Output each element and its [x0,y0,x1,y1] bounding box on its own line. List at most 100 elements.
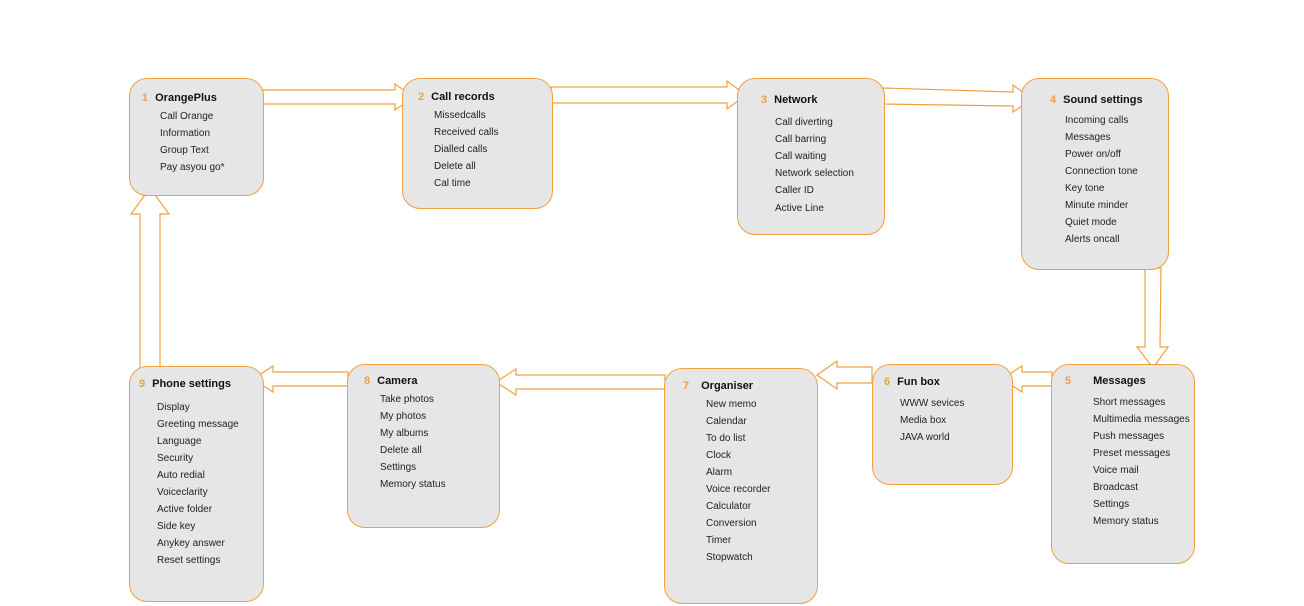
menu-item[interactable]: Media box [900,415,947,426]
menu-number: 5 [1065,375,1072,387]
menu-item[interactable]: Call Orange [160,111,214,122]
menu-item[interactable]: Alarm [706,467,733,478]
menu-item[interactable]: WWW sevices [900,398,965,409]
menu-item[interactable]: Delete all [380,445,422,456]
menu-item[interactable]: Memory status [380,479,446,490]
menu-number: 7 [683,380,690,392]
menu-title: OrangePlus [155,92,217,104]
menu-item[interactable]: Pay asyou go* [160,162,225,173]
arrow-7-to-8 [494,367,666,397]
menu-number: 4 [1050,94,1057,106]
menu-item[interactable]: Voice recorder [706,484,771,495]
menu-item[interactable]: Power on/off [1065,149,1121,160]
menu-item[interactable]: Call barring [775,134,827,145]
menu-item[interactable]: Stopwatch [706,552,753,563]
menu-title: Phone settings [152,378,231,390]
menu-item[interactable]: Greeting message [157,419,239,430]
arrow-9-to-1 [129,186,171,370]
menu-number: 9 [139,378,146,390]
menu-item[interactable]: Group Text [160,145,209,156]
menu-number: 3 [761,94,768,106]
menu-box-fun-box: 6 Fun box WWW sevices Media box JAVA worl… [872,364,1013,485]
menu-item[interactable]: Broadcast [1093,482,1139,493]
menu-item[interactable]: Call diverting [775,117,833,128]
menu-header: 7 Organiser [683,380,753,392]
menu-item[interactable]: Messages [1065,132,1111,143]
menu-title: Network [774,94,818,106]
menu-title: Camera [377,375,418,387]
menu-item[interactable]: Take photos [380,394,434,405]
menu-item[interactable]: Alerts oncall [1065,234,1120,245]
menu-item[interactable]: Connection tone [1065,166,1138,177]
menu-box-network: 3 Network Call diverting Call barring Cal… [737,78,885,235]
menu-item[interactable]: Received calls [434,127,499,138]
menu-item[interactable]: Dialled calls [434,144,488,155]
menu-item[interactable]: Caller ID [775,185,814,196]
menu-item[interactable]: To do list [706,433,746,444]
menu-item[interactable]: Voice mail [1093,465,1139,476]
menu-item[interactable]: Anykey answer [157,538,225,549]
menu-number: 8 [364,375,371,387]
menu-item[interactable]: Side key [157,521,196,532]
menu-item[interactable]: Call waiting [775,151,827,162]
menu-item[interactable]: Key tone [1065,183,1105,194]
arrow-6-to-7 [815,359,873,391]
menu-item[interactable]: My albums [380,428,429,439]
menu-item[interactable]: Language [157,436,202,447]
menu-item[interactable]: Missedcalls [434,110,486,121]
menu-item[interactable]: My photos [380,411,427,422]
menu-item[interactable]: JAVA world [900,432,950,443]
menu-item[interactable]: Network selection [775,168,854,179]
menu-header: 6 Fun box [884,376,940,388]
menu-item[interactable]: Incoming calls [1065,115,1129,126]
menu-box-phone-settings: 9 Phone settings Display Greeting message… [129,366,264,602]
menu-title: Call records [431,91,495,103]
menu-item[interactable]: Information [160,128,211,139]
menu-title: Fun box [897,376,940,388]
menu-item[interactable]: Quiet mode [1065,217,1117,228]
menu-item[interactable]: Memory status [1093,516,1159,527]
menu-item[interactable]: Settings [1093,499,1130,510]
menu-item[interactable]: Active Line [775,203,824,214]
arrow-4-to-5 [1135,267,1170,370]
menu-item[interactable]: Reset settings [157,555,221,566]
menu-item[interactable]: Short messages [1093,397,1166,408]
menu-item[interactable]: Settings [380,462,417,473]
menu-item[interactable]: Active folder [157,504,213,515]
menu-number: 6 [884,376,891,388]
menu-item[interactable]: Auto redial [157,470,205,481]
menu-title: Organiser [701,380,754,392]
menu-item[interactable]: Conversion [706,518,757,529]
menu-item[interactable]: Multimedia messages [1093,414,1190,425]
menu-item[interactable]: Minute minder [1065,200,1129,211]
arrow-1-to-2 [261,82,416,112]
menu-item[interactable]: New memo [706,399,757,410]
menu-item[interactable]: Preset messages [1093,448,1171,459]
menu-item[interactable]: Security [157,453,194,464]
menu-title: Messages [1093,375,1146,387]
menu-item[interactable]: Push messages [1093,431,1165,442]
menu-header: 9 Phone settings [139,378,231,390]
menu-header: 5 Messages [1065,375,1146,387]
menu-item[interactable]: Clock [706,450,732,461]
arrow-3-to-4 [882,83,1034,114]
arrow-8-to-9 [251,364,349,394]
menu-box-messages: 5 Messages Short messages Multimedia mess… [1051,364,1195,564]
menu-item[interactable]: Calculator [706,501,752,512]
menu-item[interactable]: Voiceclarity [157,487,208,498]
menu-header: 3 Network [761,94,818,106]
menu-item[interactable]: Delete all [434,161,476,172]
menu-item[interactable]: Calendar [706,416,747,427]
arrow-2-to-3 [550,79,748,111]
menu-item[interactable]: Timer [706,535,732,546]
menu-item[interactable]: Cal time [434,178,471,189]
menu-item[interactable]: Display [157,402,190,413]
